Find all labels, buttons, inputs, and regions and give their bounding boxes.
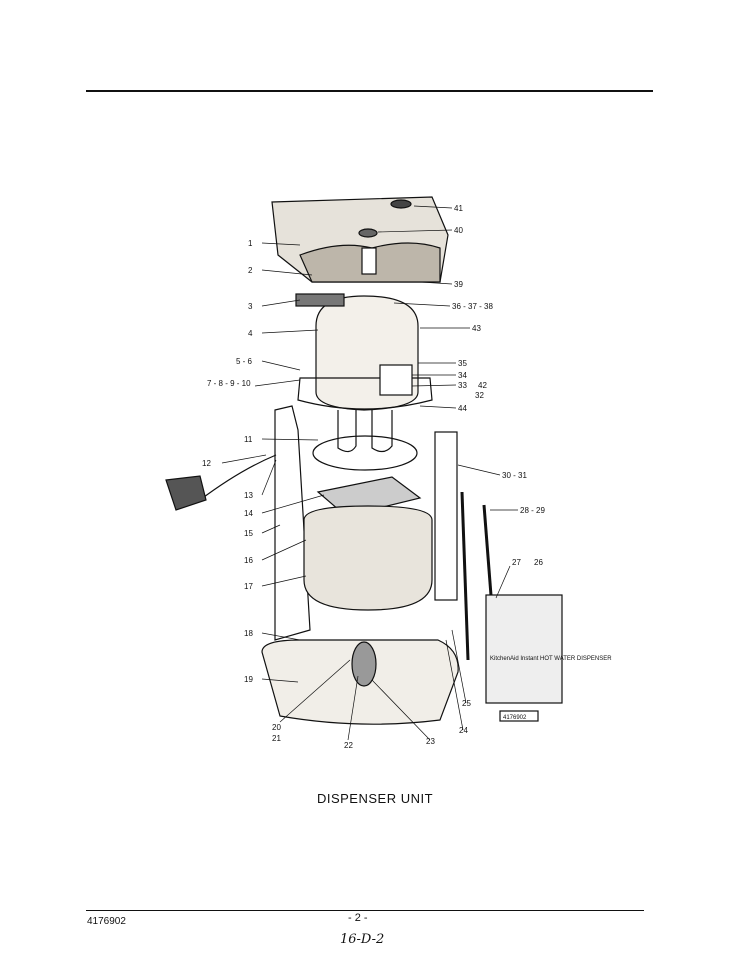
part-label-4: 4 [248, 329, 253, 338]
part-label-11: 11 [244, 435, 253, 444]
label-code-box [499, 710, 539, 722]
heating-element [337, 410, 393, 453]
cap-washer [358, 228, 378, 238]
drain-fitting [351, 641, 377, 687]
part-label-12: 12 [202, 459, 211, 468]
part-label-22: 22 [344, 741, 353, 750]
part-label-14: 14 [244, 509, 253, 518]
part-label-30: 30 - 31 [502, 471, 527, 480]
part-label-34: 34 [458, 371, 467, 380]
part-label-24: 24 [459, 726, 468, 735]
part-label-5: 5 - 6 [236, 357, 253, 366]
part-label-3: 3 [248, 302, 253, 311]
part-label-23: 23 [426, 737, 435, 746]
page-number: - 2 - [348, 912, 368, 924]
label-sticker-text: KitchenAid Instant HOT WATER DISPENSER [490, 656, 612, 662]
power-cord [199, 454, 277, 501]
part-label-16: 16 [244, 556, 253, 565]
part-label-40: 40 [454, 226, 463, 235]
part-label-26: 26 [534, 558, 543, 567]
part-label-15: 15 [244, 529, 253, 538]
part-label-27: 27 [512, 558, 521, 567]
part-label-17: 17 [244, 582, 253, 591]
label-code-text: 4176902 [503, 715, 527, 721]
vent-tube [434, 431, 458, 601]
tank-bracket [295, 293, 345, 307]
part-label-42: 42 [478, 381, 487, 390]
part-label-32: 32 [475, 391, 484, 400]
part-label-33: 33 [458, 381, 467, 390]
part-label-43: 43 [472, 324, 481, 333]
part-label-20: 20 [272, 723, 281, 732]
document-number: 4176902 [87, 916, 126, 927]
part-label-39: 39 [454, 280, 463, 289]
fill-tube [361, 247, 377, 275]
part-label-13: 13 [244, 491, 253, 500]
part-label-28: 28 - 29 [520, 506, 545, 515]
lower-tank [303, 505, 433, 611]
part-label-21: 21 [272, 734, 281, 743]
label-card [485, 594, 563, 704]
thermostat [379, 364, 413, 396]
part-label-7: 7 - 8 - 9 - 10 [207, 379, 251, 388]
power-plug [165, 475, 207, 511]
handwritten-note: 16-D-2 [340, 932, 385, 947]
top-rule [86, 90, 653, 92]
bottom-rule [86, 910, 644, 911]
spout-tube [460, 491, 470, 661]
part-label-2: 2 [248, 266, 253, 275]
diagram-caption: DISPENSER UNIT [316, 791, 434, 806]
part-label-19: 19 [244, 675, 253, 684]
part-label-41: 41 [454, 204, 463, 213]
part-label-25: 25 [462, 699, 471, 708]
part-label-44: 44 [458, 404, 467, 413]
gasket [312, 435, 418, 471]
tank-flange [297, 377, 433, 410]
part-label-35: 35 [458, 359, 467, 368]
part-label-18: 18 [244, 629, 253, 638]
part-label-1: 1 [248, 239, 253, 248]
part-label-36: 36 - 37 - 38 [452, 302, 493, 311]
top-cap [390, 199, 412, 209]
